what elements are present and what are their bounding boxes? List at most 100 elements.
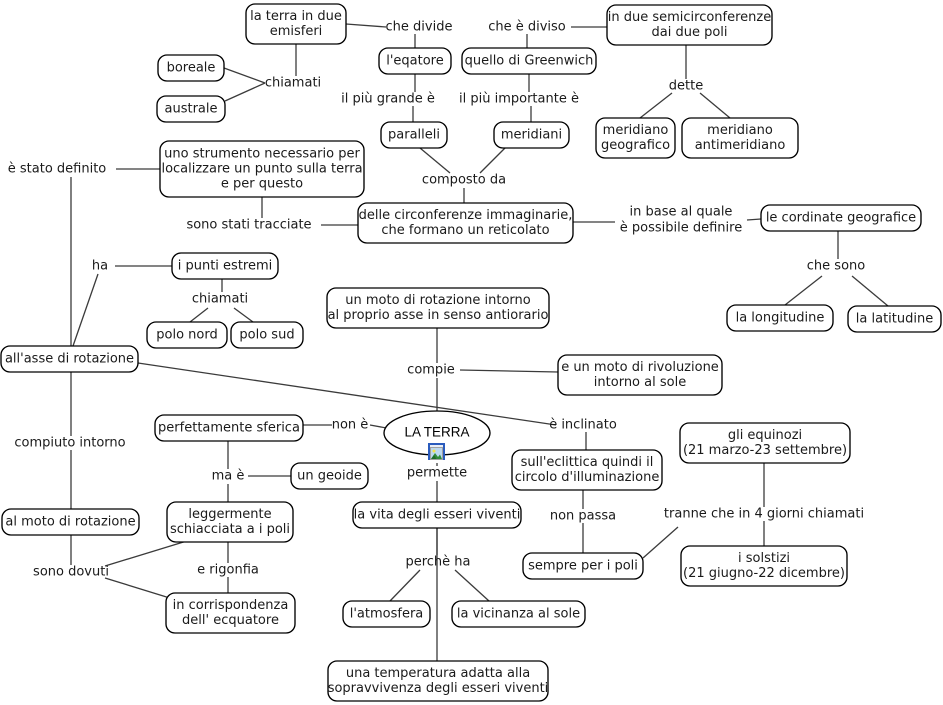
connector-line: [454, 569, 490, 602]
concept-node[interactable]: quello di Greenwich: [461, 47, 597, 75]
concept-node[interactable]: delle circonferenze immaginarie,che form…: [357, 202, 574, 244]
node-box[interactable]: [511, 449, 663, 491]
link-phrase: che è diviso: [488, 20, 566, 35]
node-label: in corrispondenza: [173, 598, 289, 613]
node-box[interactable]: [357, 202, 574, 244]
node-box[interactable]: [245, 3, 347, 45]
node-box[interactable]: [1, 508, 140, 536]
node-box[interactable]: [557, 354, 723, 396]
concept-node[interactable]: i solstizi(21 giugno-22 dicembre): [680, 545, 848, 587]
concept-node[interactable]: la longitudine: [726, 304, 834, 332]
concept-node[interactable]: paralleli: [380, 121, 448, 149]
node-label: l'atmosfera: [350, 607, 424, 622]
node-box[interactable]: [154, 414, 304, 442]
concept-node[interactable]: polo nord: [146, 321, 228, 349]
node-box[interactable]: [522, 552, 644, 580]
node-label: in due semicirconferenze: [608, 10, 772, 25]
node-label: polo nord: [156, 328, 217, 343]
node-box[interactable]: [680, 545, 848, 587]
concept-node[interactable]: l'atmosfera: [342, 600, 431, 628]
concept-node[interactable]: un geoide: [290, 462, 369, 490]
node-box[interactable]: [171, 252, 279, 280]
node-box[interactable]: [165, 592, 296, 634]
node-box[interactable]: [606, 4, 773, 46]
link-phrase: che sono: [807, 259, 865, 274]
node-box[interactable]: [681, 117, 799, 159]
node-box[interactable]: [159, 140, 365, 198]
node-box[interactable]: [156, 95, 226, 123]
concept-node[interactable]: l'eqatore: [378, 47, 452, 75]
concept-node[interactable]: i punti estremi: [171, 252, 279, 280]
node-box[interactable]: [679, 422, 851, 464]
node-box[interactable]: [157, 54, 225, 82]
picture-icon[interactable]: [428, 443, 445, 460]
node-box[interactable]: [378, 47, 452, 75]
concept-node[interactable]: uno strumento necessario perlocalizzare …: [159, 140, 365, 198]
node-box[interactable]: [760, 204, 922, 232]
concept-node[interactable]: al moto di rotazione: [1, 508, 140, 536]
link-phrase: in base al quale: [630, 205, 733, 220]
node-label: un geoide: [297, 469, 362, 484]
node-box[interactable]: [595, 117, 676, 159]
concept-node[interactable]: sempre per i poli: [522, 552, 644, 580]
node-box[interactable]: [166, 501, 294, 543]
link-phrase: dette: [669, 79, 703, 94]
concept-node[interactable]: la latitudine: [847, 305, 942, 333]
concept-node[interactable]: all'asse di rotazione: [0, 345, 139, 373]
node-box[interactable]: [847, 305, 942, 333]
concept-node[interactable]: meridiani: [493, 121, 570, 149]
connector-line: [784, 275, 823, 306]
node-box[interactable]: [146, 321, 228, 349]
connector-line: [345, 23, 387, 28]
node-box[interactable]: [451, 600, 586, 628]
node-label: boreale: [167, 61, 216, 76]
node-label: la longitudine: [736, 311, 825, 326]
node-label: uno strumento necessario per: [164, 147, 360, 162]
node-label: la vita degli esseri viventi: [354, 508, 521, 523]
node-box[interactable]: [493, 121, 570, 149]
center-node-group[interactable]: LA TERRA: [383, 410, 491, 456]
node-box[interactable]: [342, 600, 431, 628]
node-box[interactable]: [726, 304, 834, 332]
link-phrase: e rigonfia: [197, 563, 259, 578]
node-box[interactable]: [461, 47, 597, 75]
concept-node[interactable]: le cordinate geografice: [760, 204, 922, 232]
node-label: e un moto di rivoluzione: [561, 360, 719, 375]
connector-line: [137, 362, 557, 426]
node-label: e per questo: [221, 177, 303, 192]
concept-node[interactable]: boreale: [157, 54, 225, 82]
link-phrase: non è: [332, 418, 369, 433]
node-label: emisferi: [270, 24, 323, 39]
concept-node[interactable]: polo sud: [230, 321, 304, 349]
node-label: circolo d'illuminazione: [515, 470, 660, 485]
concept-node[interactable]: gli equinozi(21 marzo-23 settembre): [679, 422, 851, 464]
connector-line: [639, 92, 673, 119]
concept-node[interactable]: una temperatura adatta allasopravvivenza…: [327, 660, 549, 702]
node-box[interactable]: [380, 121, 448, 149]
concept-node[interactable]: australe: [156, 95, 226, 123]
node-box[interactable]: [230, 321, 304, 349]
node-label: intorno al sole: [594, 375, 686, 390]
connector-line: [389, 569, 421, 602]
node-box[interactable]: [327, 660, 549, 702]
concept-node[interactable]: perfettamente sferica: [154, 414, 304, 442]
concept-node[interactable]: la vicinanza al sole: [451, 600, 586, 628]
concept-node[interactable]: la vita degli esseri viventi: [352, 501, 522, 529]
node-box[interactable]: [0, 345, 139, 373]
connector-line: [233, 307, 254, 323]
node-box[interactable]: [326, 287, 550, 329]
node-label: polo sud: [239, 328, 294, 343]
node-label: meridiano: [603, 123, 669, 138]
node-box[interactable]: [352, 501, 522, 529]
node-box[interactable]: [290, 462, 369, 490]
